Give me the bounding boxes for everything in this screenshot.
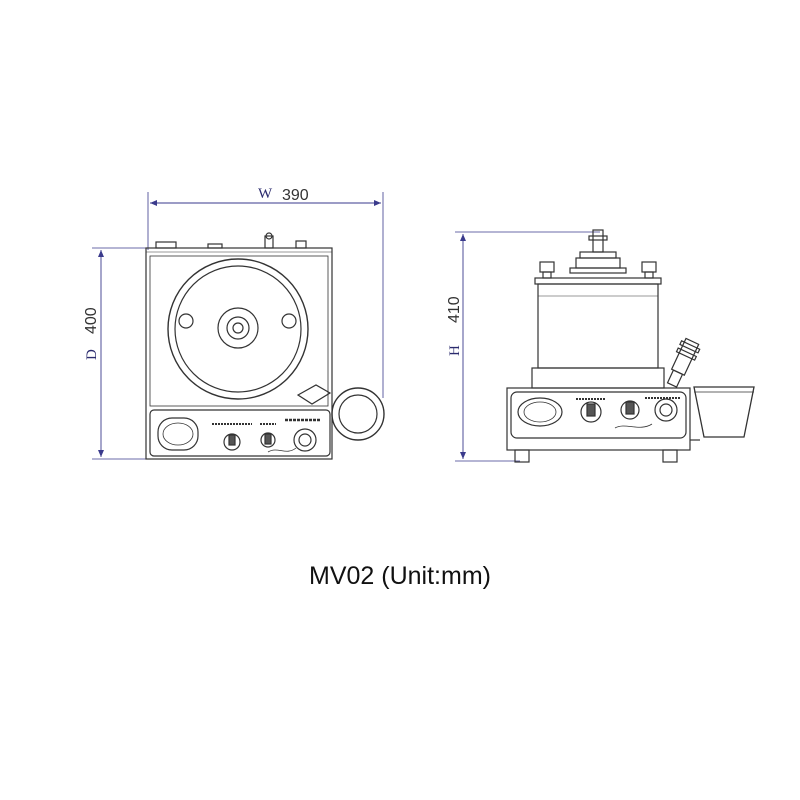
angled-fitting [666, 337, 701, 388]
knob-1 [223, 433, 241, 451]
chamber [537, 283, 659, 369]
front-panel [510, 391, 687, 439]
spindle-cap [217, 307, 259, 349]
chamber-inner [174, 265, 302, 393]
lid-knob-right [641, 261, 657, 273]
foot-left [514, 449, 530, 463]
lid-knob-right [281, 313, 297, 329]
depth-dimension [92, 247, 146, 460]
top-valve [592, 229, 604, 253]
height-dimension [455, 231, 600, 462]
top-view: W 390 D 400 [83, 186, 385, 460]
foot-right [662, 449, 678, 463]
width-letter: W [258, 186, 273, 202]
height-value: 410 [446, 296, 463, 323]
height-letter: H [447, 345, 463, 356]
lid [534, 277, 662, 285]
width-dimension [147, 192, 384, 398]
knob-3 [293, 428, 317, 452]
collection-cup [693, 386, 755, 438]
lid-knob-left [178, 313, 194, 329]
top-connector-left [155, 241, 177, 249]
front-knob-2 [620, 400, 640, 420]
chamber-outer [167, 258, 309, 400]
knob-2 [260, 432, 276, 448]
side-gauge-inner [338, 394, 378, 434]
base [506, 387, 691, 451]
side-gauge-outer [331, 387, 385, 441]
lid-knob-left [539, 261, 555, 273]
depth-value: 400 [83, 307, 100, 334]
caption: MV02 (Unit:mm) [309, 562, 491, 590]
body-outline [145, 247, 333, 460]
front-knob-3 [654, 398, 678, 422]
side-fitting [296, 384, 332, 405]
control-panel [149, 409, 331, 457]
top-connector-mid [207, 243, 223, 249]
front-display [517, 397, 563, 427]
front-knob-1 [580, 401, 602, 423]
top-plate [149, 255, 329, 407]
display-window [157, 417, 199, 451]
depth-letter: D [84, 349, 100, 360]
width-value: 390 [282, 187, 309, 204]
front-view: H 410 [446, 229, 755, 463]
